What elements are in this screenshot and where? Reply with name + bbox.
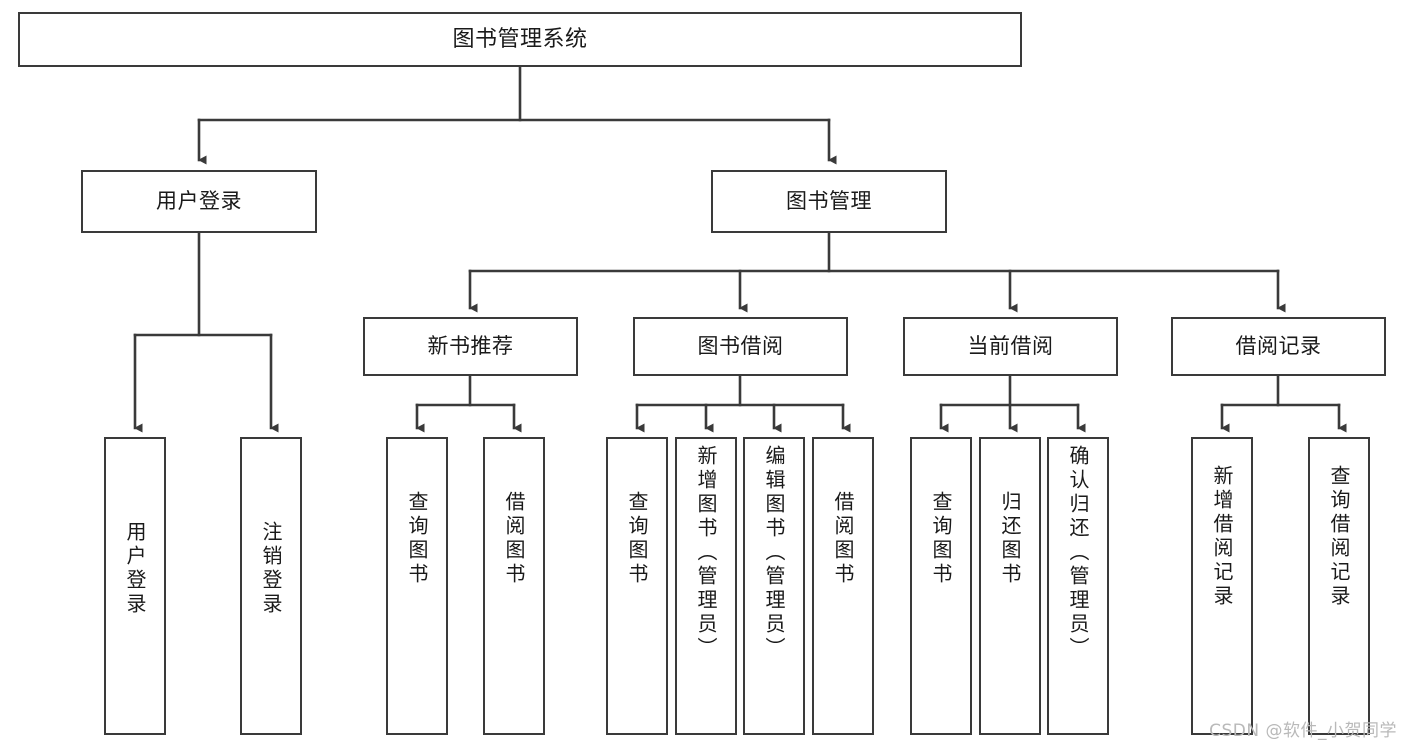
node-book-manage-label: 图书管理 bbox=[786, 189, 872, 214]
leaf-borrow-borrow-book-label: 借阅图书 bbox=[831, 491, 855, 587]
node-book-borrow[interactable]: 图书借阅 bbox=[633, 317, 848, 376]
leaf-current-return-book[interactable]: 归还图书 bbox=[979, 437, 1041, 735]
leaf-recommend-borrow-book[interactable]: 借阅图书 bbox=[483, 437, 545, 735]
leaf-user-login-login-label: 用户登录 bbox=[123, 521, 147, 617]
node-root-label: 图书管理系统 bbox=[452, 26, 588, 52]
leaf-current-query-book-label: 查询图书 bbox=[929, 491, 953, 587]
leaf-current-confirm-return-admin-label: 确认归还（管理员） bbox=[1066, 445, 1090, 661]
leaf-current-confirm-return-admin[interactable]: 确认归还（管理员） bbox=[1047, 437, 1109, 735]
node-user-login[interactable]: 用户登录 bbox=[81, 170, 317, 233]
leaf-current-query-book[interactable]: 查询图书 bbox=[910, 437, 972, 735]
node-user-login-label: 用户登录 bbox=[156, 189, 242, 214]
node-current-borrow-label: 当前借阅 bbox=[967, 334, 1054, 359]
node-borrow-record-label: 借阅记录 bbox=[1235, 334, 1322, 359]
leaf-current-return-book-label: 归还图书 bbox=[998, 491, 1022, 587]
node-book-borrow-label: 图书借阅 bbox=[697, 334, 784, 359]
node-borrow-record[interactable]: 借阅记录 bbox=[1171, 317, 1386, 376]
leaf-borrow-add-book-admin-label: 新增图书（管理员） bbox=[694, 445, 718, 661]
node-new-book-recommend[interactable]: 新书推荐 bbox=[363, 317, 578, 376]
node-root[interactable]: 图书管理系统 bbox=[18, 12, 1022, 67]
leaf-borrow-query-book-label: 查询图书 bbox=[625, 491, 649, 587]
leaf-user-login-login[interactable]: 用户登录 bbox=[104, 437, 166, 735]
node-book-manage[interactable]: 图书管理 bbox=[711, 170, 947, 233]
leaf-recommend-query-book-label: 查询图书 bbox=[405, 491, 429, 587]
leaf-record-add-record[interactable]: 新增借阅记录 bbox=[1191, 437, 1253, 735]
leaf-recommend-query-book[interactable]: 查询图书 bbox=[386, 437, 448, 735]
leaf-user-login-logout-label: 注销登录 bbox=[259, 521, 283, 617]
leaf-borrow-add-book-admin[interactable]: 新增图书（管理员） bbox=[675, 437, 737, 735]
leaf-user-login-logout[interactable]: 注销登录 bbox=[240, 437, 302, 735]
leaf-borrow-edit-book-admin[interactable]: 编辑图书（管理员） bbox=[743, 437, 805, 735]
leaf-borrow-query-book[interactable]: 查询图书 bbox=[606, 437, 668, 735]
watermark: CSDN @软件_小贺同学 bbox=[1209, 721, 1397, 741]
leaf-record-query-record-label: 查询借阅记录 bbox=[1327, 465, 1351, 609]
node-new-book-recommend-label: 新书推荐 bbox=[427, 334, 514, 359]
node-current-borrow[interactable]: 当前借阅 bbox=[903, 317, 1118, 376]
leaf-borrow-borrow-book[interactable]: 借阅图书 bbox=[812, 437, 874, 735]
leaf-borrow-edit-book-admin-label: 编辑图书（管理员） bbox=[762, 445, 786, 661]
leaf-recommend-borrow-book-label: 借阅图书 bbox=[502, 491, 526, 587]
leaf-record-add-record-label: 新增借阅记录 bbox=[1210, 465, 1234, 609]
leaf-record-query-record[interactable]: 查询借阅记录 bbox=[1308, 437, 1370, 735]
